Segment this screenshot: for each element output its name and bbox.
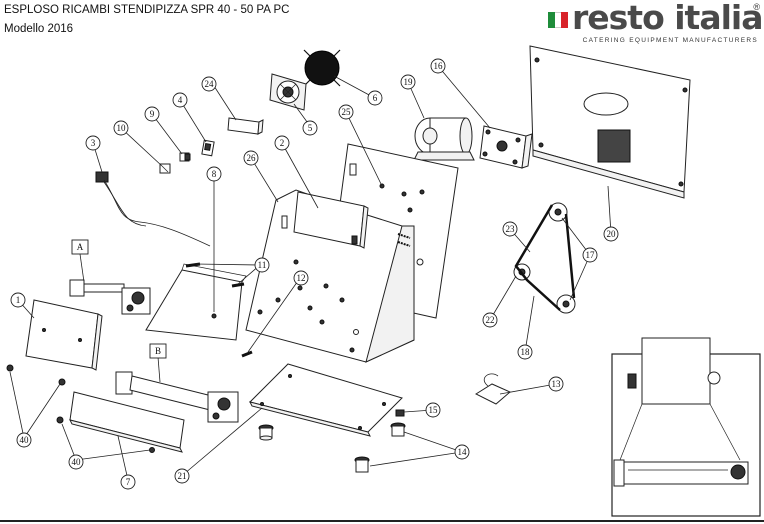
leader-lines	[9, 65, 612, 481]
callout-5: 5	[302, 120, 318, 136]
assembly-upper-roller	[69, 279, 151, 315]
callout-26: 26	[243, 150, 259, 166]
svg-text:26: 26	[247, 153, 257, 163]
part-power-cable	[95, 171, 211, 247]
svg-text:3: 3	[91, 138, 96, 148]
part-feet	[258, 409, 406, 473]
italian-flag-icon	[548, 12, 569, 28]
svg-text:22: 22	[486, 315, 495, 325]
callout-6: 6	[367, 90, 383, 106]
callout-11: 11	[254, 257, 270, 273]
svg-text:19: 19	[404, 77, 414, 87]
svg-text:5: 5	[308, 123, 313, 133]
part-rear-cover	[529, 45, 691, 199]
part-switch	[201, 139, 215, 157]
callout-16: 16	[430, 58, 446, 74]
callout-9: 9	[144, 106, 160, 122]
svg-text:25: 25	[342, 107, 352, 117]
svg-text:16: 16	[434, 61, 444, 71]
callout-7: 7	[120, 474, 136, 490]
part-knob	[179, 152, 191, 162]
svg-text:40: 40	[20, 435, 30, 445]
callout-40-bottom: 40	[68, 454, 84, 470]
callout-2: 2	[274, 135, 290, 151]
part-fan-grill	[303, 49, 341, 87]
callout-19: 19	[400, 74, 416, 90]
svg-text:15: 15	[429, 405, 439, 415]
svg-text:10: 10	[117, 123, 127, 133]
svg-text:1: 1	[16, 295, 21, 305]
inset-assembled-view	[611, 337, 761, 517]
callout-1: 1	[10, 292, 26, 308]
part-side-panel	[25, 299, 103, 371]
svg-text:6: 6	[373, 93, 378, 103]
callout-22: 22	[482, 312, 498, 328]
svg-text:9: 9	[150, 109, 155, 119]
svg-text:13: 13	[552, 379, 562, 389]
svg-text:23: 23	[506, 224, 516, 234]
part-front-guard	[145, 263, 247, 341]
callout-17: 17	[582, 247, 598, 263]
part-motor-bracket	[479, 125, 533, 169]
part-base-plate	[249, 363, 403, 437]
part-belt-pulleys	[513, 202, 576, 314]
part-cable-gland	[159, 163, 171, 174]
svg-text:B: B	[155, 346, 161, 356]
svg-text:21: 21	[178, 471, 187, 481]
callout-20: 20	[603, 226, 619, 242]
callout-25: 25	[338, 104, 354, 120]
assembly-label-a: A	[71, 239, 89, 255]
svg-text:4: 4	[178, 95, 183, 105]
callout-14: 14	[454, 444, 470, 460]
callout-8: 8	[206, 166, 222, 182]
assembly-lower-roller	[115, 371, 239, 423]
svg-text:A: A	[77, 242, 84, 252]
model-year: Modello 2016	[4, 23, 74, 35]
svg-text:14: 14	[458, 447, 468, 457]
callout-12: 12	[293, 270, 309, 286]
callout-3: 3	[85, 135, 101, 151]
part-main-body	[245, 189, 415, 363]
part-fan	[269, 73, 307, 111]
callout-4: 4	[172, 92, 188, 108]
part-top-cover	[293, 191, 369, 249]
callout-15: 15	[425, 402, 441, 418]
callout-10: 10	[113, 120, 129, 136]
svg-text:12: 12	[297, 273, 306, 283]
callout-13: 13	[548, 376, 564, 392]
svg-text:18: 18	[521, 347, 531, 357]
svg-text:20: 20	[607, 229, 617, 239]
callout-24: 24	[201, 76, 217, 92]
svg-text:17: 17	[586, 250, 596, 260]
callout-21: 21	[174, 468, 190, 484]
svg-text:11: 11	[258, 260, 267, 270]
assembly-label-b: B	[149, 343, 167, 359]
bottom-border	[0, 520, 764, 522]
svg-text:2: 2	[280, 138, 285, 148]
svg-text:8: 8	[212, 169, 217, 179]
svg-text:24: 24	[205, 79, 215, 89]
svg-text:40: 40	[72, 457, 82, 467]
logo-wordmark: resto italia	[572, 0, 763, 37]
diagram-title: ESPLOSO RICAMBI STENDIPIZZA SPR 40 - 50 …	[4, 4, 290, 16]
svg-text:7: 7	[126, 477, 131, 487]
callout-18: 18	[517, 344, 533, 360]
brand-logo: resto italia ® CATERING EQUIPMENT MANUFA…	[548, 0, 763, 46]
registered-mark: ®	[753, 2, 760, 12]
part-motor	[413, 117, 475, 161]
callout-40-left: 40	[16, 432, 32, 448]
callout-23: 23	[502, 221, 518, 237]
part-lower-plate	[69, 391, 185, 453]
logo-tagline: CATERING EQUIPMENT MANUFACTURERS	[582, 37, 758, 44]
part-electrical-box	[227, 117, 264, 135]
part-foot-pedal	[474, 373, 511, 405]
